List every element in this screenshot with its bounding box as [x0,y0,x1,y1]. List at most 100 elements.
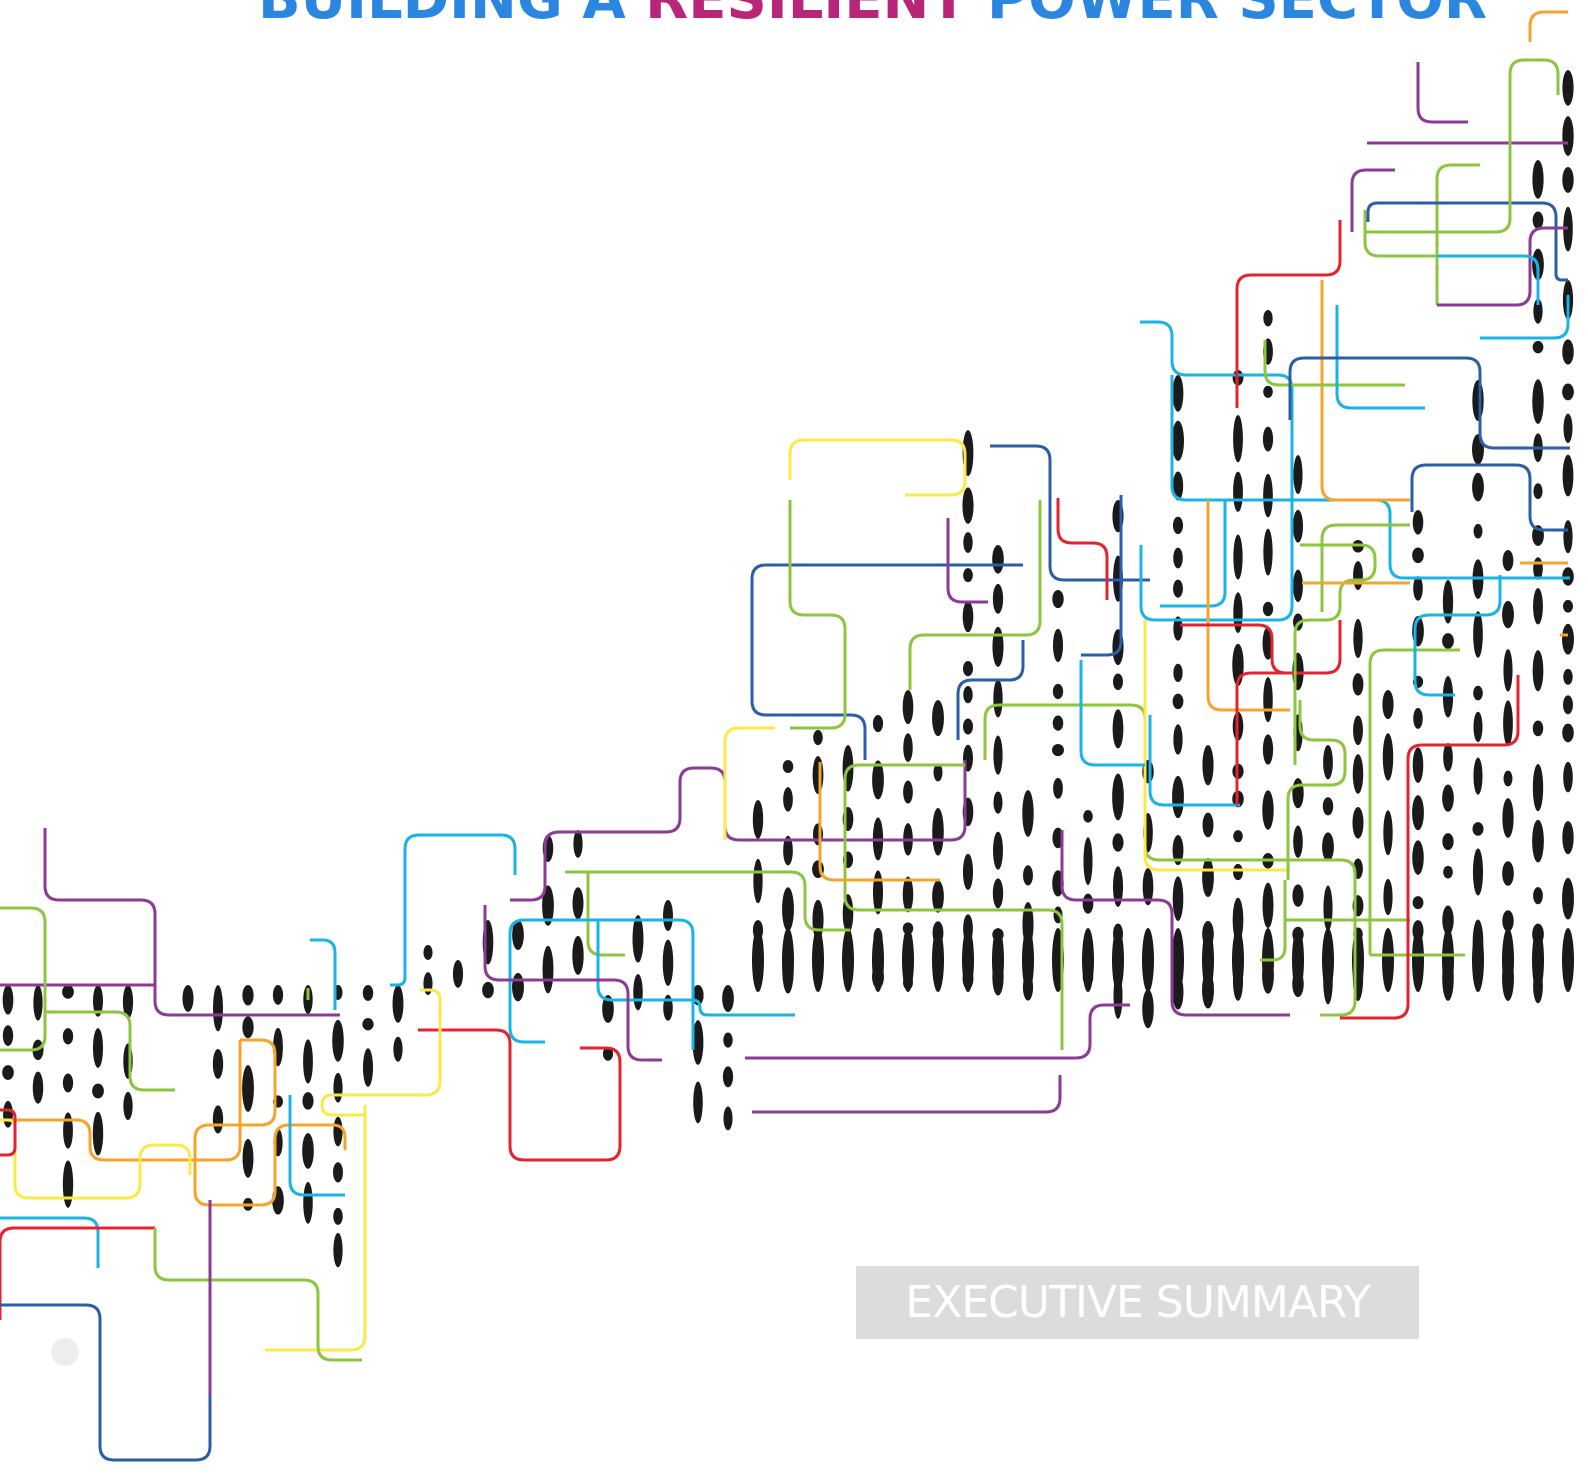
dot [1113,673,1123,691]
dot [1532,763,1544,812]
dot [362,1048,374,1087]
dot [1233,830,1243,843]
dot [752,800,764,839]
dot [662,939,674,987]
dot [1503,770,1513,787]
connector-line [745,1003,1130,1060]
dot [62,1028,74,1045]
dot [1173,579,1183,598]
dot [242,1065,254,1112]
dot [242,985,254,1006]
faint-circle [51,1338,79,1366]
dot [992,878,1004,909]
dot [902,690,914,725]
dot [1443,865,1453,879]
connector-line [1263,340,1405,387]
dot [993,735,1003,775]
dot [93,985,103,1017]
dot [1263,473,1273,518]
dot [872,928,884,992]
dot [392,985,404,1023]
dot [212,1049,224,1079]
dot [1532,720,1544,737]
dot [1383,810,1393,856]
dot [1442,833,1454,851]
connector-line [320,988,442,1117]
dot [602,1046,614,1061]
dot [3,1100,13,1128]
connector-line [788,438,967,497]
dot [1263,677,1273,723]
dot [92,1083,104,1099]
executive-summary-badge: EXECUTIVE SUMMARY [856,1266,1419,1339]
dot [1383,878,1393,916]
dot [1442,633,1454,649]
dot [63,1112,73,1149]
dot [932,807,944,856]
dot [1353,561,1363,591]
connector-line [1528,10,1568,42]
dot [122,985,134,1019]
dot [272,985,284,1005]
dot [1172,835,1184,866]
dot [452,960,464,988]
dot [1052,628,1064,662]
connector-line [0,1200,212,1462]
dot [1023,865,1033,886]
dot [1503,649,1513,692]
dot [1502,861,1514,886]
dot [1233,863,1243,881]
connector-line [596,920,795,1017]
dot [1083,837,1093,886]
connector-line [1170,375,1570,580]
dot [1472,472,1484,502]
dot [1263,528,1273,576]
dot [1323,745,1333,780]
dot [1412,747,1424,784]
dot [1562,116,1574,157]
connector-line [1368,648,1460,955]
dot [663,900,673,931]
dot [1322,797,1334,816]
dot [1112,833,1124,852]
dot [782,887,794,932]
connector-line [750,563,1023,760]
dot [333,1072,343,1103]
dot [1563,668,1573,685]
dot [992,545,1004,574]
dot [812,928,824,992]
dot [812,823,824,846]
dot [302,1092,314,1110]
dot [1563,520,1573,554]
dot [722,985,734,1013]
dot [723,1106,733,1131]
connector-line [1335,305,1425,410]
dot [32,1071,44,1104]
dot [1233,534,1243,580]
dot [212,1105,224,1134]
dot [1172,471,1184,501]
dot [1353,715,1363,746]
dot [1442,580,1454,624]
dot [542,945,554,994]
dot [1532,160,1544,199]
dot [993,679,1003,718]
dot [1292,928,1304,992]
dot [1473,523,1483,539]
dot [992,928,1004,992]
dot [783,787,793,812]
title-part-3: POWER SECTOR [968,0,1487,32]
dot [1472,434,1484,465]
dot [1292,509,1304,543]
dot [1292,884,1304,907]
dot [2,1065,14,1080]
dot [1472,848,1484,896]
dot [932,700,944,737]
dot [782,928,794,992]
dot [572,887,584,920]
dot [902,876,914,913]
connector-line [1293,543,1377,765]
dot [1173,663,1183,683]
dot [1112,709,1124,749]
connector-line [956,640,1025,740]
